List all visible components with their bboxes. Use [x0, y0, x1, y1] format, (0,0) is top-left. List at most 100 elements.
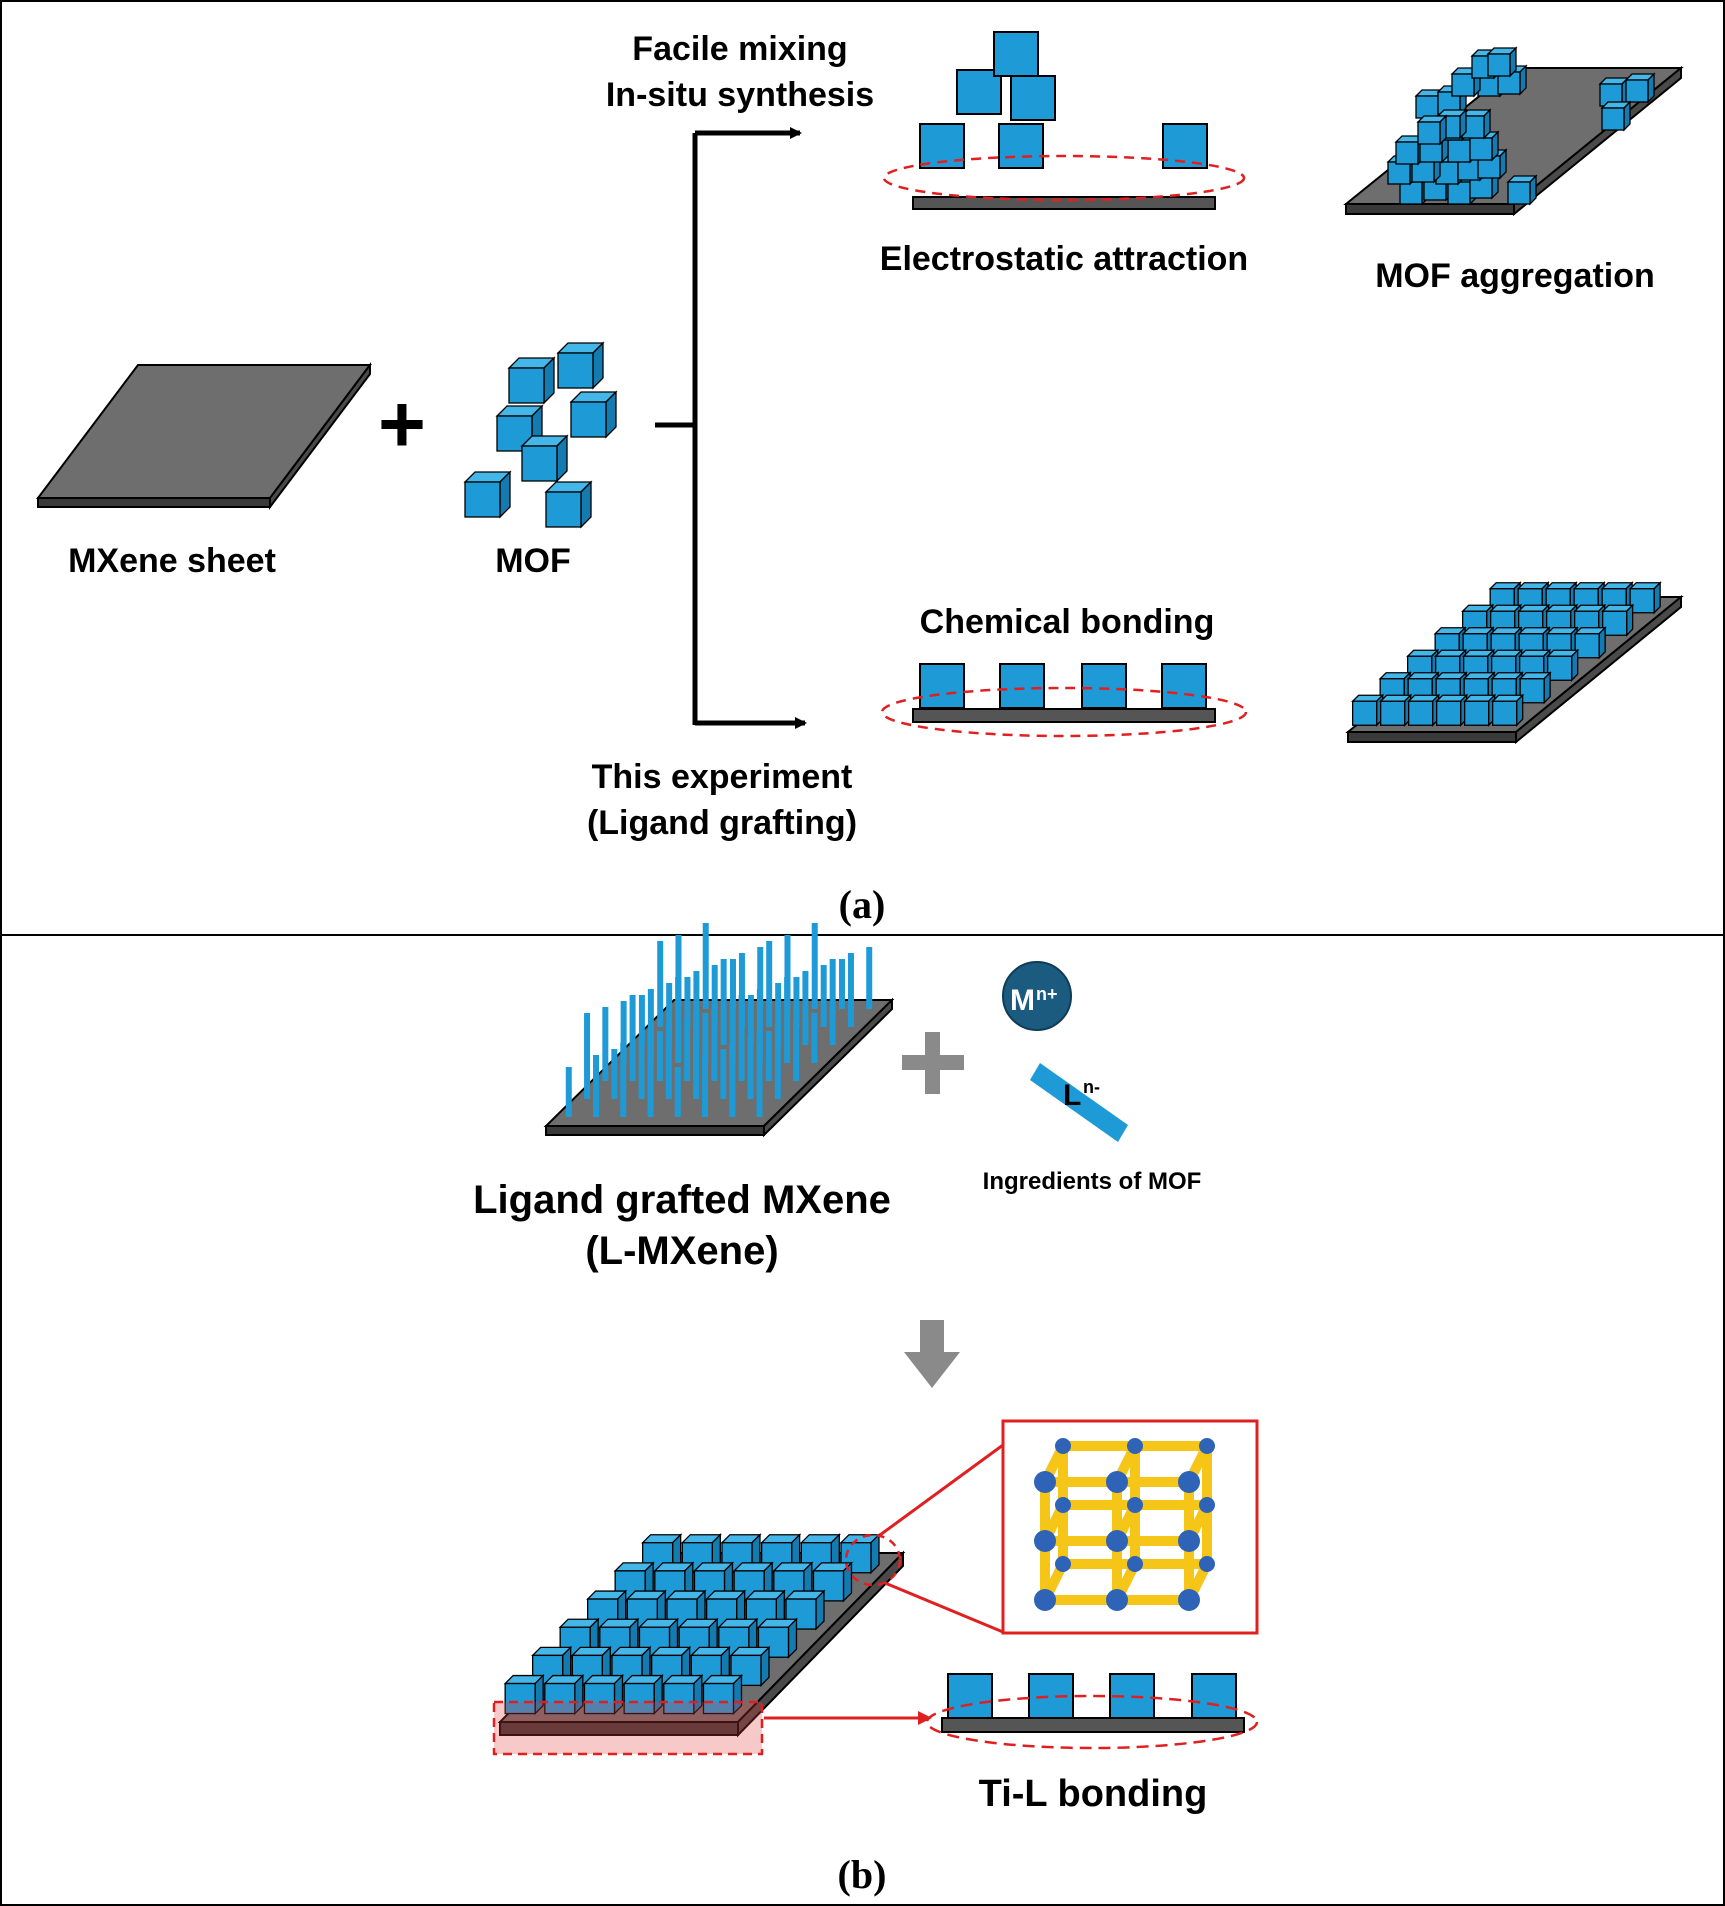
mof-label: MOF: [495, 542, 571, 580]
grafted-ligand: [784, 977, 791, 1063]
grafted-ligand: [584, 1013, 591, 1099]
mof-cubes-icon: [463, 341, 618, 529]
mof-cube: [1573, 626, 1607, 660]
grafted-ligand: [756, 1031, 763, 1117]
mof-cube: [1600, 100, 1632, 132]
mof-cube: [1435, 693, 1469, 727]
grafted-ligand: [774, 1025, 781, 1099]
grafted-ligand: [674, 1067, 681, 1117]
metal-node: [1127, 1438, 1143, 1454]
grafted-ligand: [693, 971, 700, 1045]
electrostatic-label: Electrostatic attraction: [880, 240, 1248, 278]
mof-cube: [1416, 114, 1448, 146]
panel-b-frame: [0, 934, 1725, 1906]
mof-cube: [1546, 648, 1580, 682]
interface-highlight-ellipse: [880, 686, 1248, 738]
mof-cube: [1351, 693, 1385, 727]
grafted-ligand: [656, 1031, 663, 1081]
metal-node: [1199, 1497, 1215, 1513]
grafted-ligand: [757, 947, 764, 1009]
grafted-ligand: [702, 1013, 709, 1063]
grafted-ligand: [829, 959, 836, 1045]
mof-cube: [1601, 603, 1635, 637]
lmxene-line2: (L-MXene): [585, 1229, 778, 1273]
metal-node: [1055, 1556, 1071, 1572]
grafted-ligand: [675, 935, 682, 1009]
panel-a-label: (a): [839, 882, 886, 927]
ligand-icon: L n-: [1030, 1063, 1128, 1142]
mof-aggregation-sheet: [1343, 46, 1684, 217]
grafted-ligand: [838, 959, 845, 1009]
ingredients-label: Ingredients of MOF: [983, 1168, 1202, 1195]
metal-ion-icon: M n+: [1002, 961, 1072, 1031]
grafted-ligand: [847, 953, 854, 1027]
mof-cube: [503, 1673, 545, 1716]
mof-cube: [1518, 671, 1552, 705]
grafted-ligand: [684, 977, 691, 1027]
metal-node: [1055, 1438, 1071, 1454]
grafted-ligand: [666, 983, 673, 1045]
mof-cube: [463, 470, 512, 519]
metal-node: [1178, 1589, 1200, 1611]
lmxene-line1: Ligand grafted MXene: [473, 1178, 891, 1222]
mof-cube: [1491, 693, 1525, 727]
mof-cube: [582, 1673, 625, 1716]
ligand-symbol: L: [1063, 1079, 1081, 1112]
l-mxene-mof-sheet: [497, 1533, 906, 1738]
grafted-ligand: [756, 989, 763, 1063]
grafted-ligand: [738, 953, 745, 1027]
mof-cube: [556, 341, 605, 390]
lower-route-line1: This experiment: [592, 758, 853, 796]
grafted-ligand: [620, 1001, 627, 1063]
mof-cube: [544, 480, 593, 529]
grafted-ligand: [602, 1007, 609, 1081]
mof-cube: [701, 1673, 744, 1716]
grafted-ligand: [665, 1025, 672, 1099]
grafted-ligand: [793, 1019, 800, 1081]
mxene-sheet-icon: [35, 362, 373, 510]
grafted-ligand: [711, 1007, 718, 1081]
grafted-ligand: [720, 1049, 727, 1099]
grafted-ligand: [784, 935, 791, 1009]
grafted-ligand: [675, 977, 682, 1063]
mof-cube: [1506, 174, 1538, 206]
mof-aggregation-label: MOF aggregation: [1375, 257, 1655, 295]
grafted-ligand: [629, 995, 636, 1081]
grafted-ligand: [802, 971, 809, 1045]
mof-cube: [1624, 72, 1656, 104]
ti-l-side-view: [925, 1673, 1259, 1750]
mof-cube: [1628, 581, 1662, 615]
route-branch-arrows: [655, 127, 807, 729]
metal-node: [1127, 1497, 1143, 1513]
ordered-mof-sheet: [1345, 581, 1684, 745]
mof-cube: [1460, 108, 1492, 140]
grafted-ligand: [565, 1067, 572, 1117]
grafted-ligand: [702, 923, 709, 1009]
mof-lattice-icon: [1034, 1438, 1215, 1611]
mof-cube: [520, 434, 569, 483]
mof-cube: [543, 1673, 585, 1716]
grafted-ligand: [657, 941, 664, 1027]
mof-cube: [1486, 46, 1518, 78]
grafted-ligand: [766, 941, 773, 1027]
metal-node: [1178, 1530, 1200, 1552]
upper-route-line2: In-situ synthesis: [606, 76, 874, 114]
mof-cube: [662, 1673, 704, 1716]
metal-node: [1034, 1471, 1056, 1493]
gray-plus-icon: [902, 1032, 964, 1094]
grafted-ligand: [647, 989, 654, 1063]
mof-cube: [729, 1645, 771, 1687]
grafted-ligand: [729, 1043, 736, 1117]
chemical-bonding-side-view: [880, 663, 1248, 738]
grafted-ligand: [747, 995, 754, 1045]
mof-cube: [784, 1589, 826, 1631]
grafted-ligand: [729, 1001, 736, 1063]
metal-node: [1034, 1530, 1056, 1552]
ti-l-bonding-label: Ti-L bonding: [979, 1773, 1208, 1815]
grafted-ligand: [593, 1055, 600, 1117]
zoom-inset-connectors: [844, 1443, 1004, 1634]
grafted-ligand: [684, 1019, 691, 1081]
metal-node: [1106, 1530, 1128, 1552]
ligand-charge: n-: [1083, 1077, 1100, 1097]
